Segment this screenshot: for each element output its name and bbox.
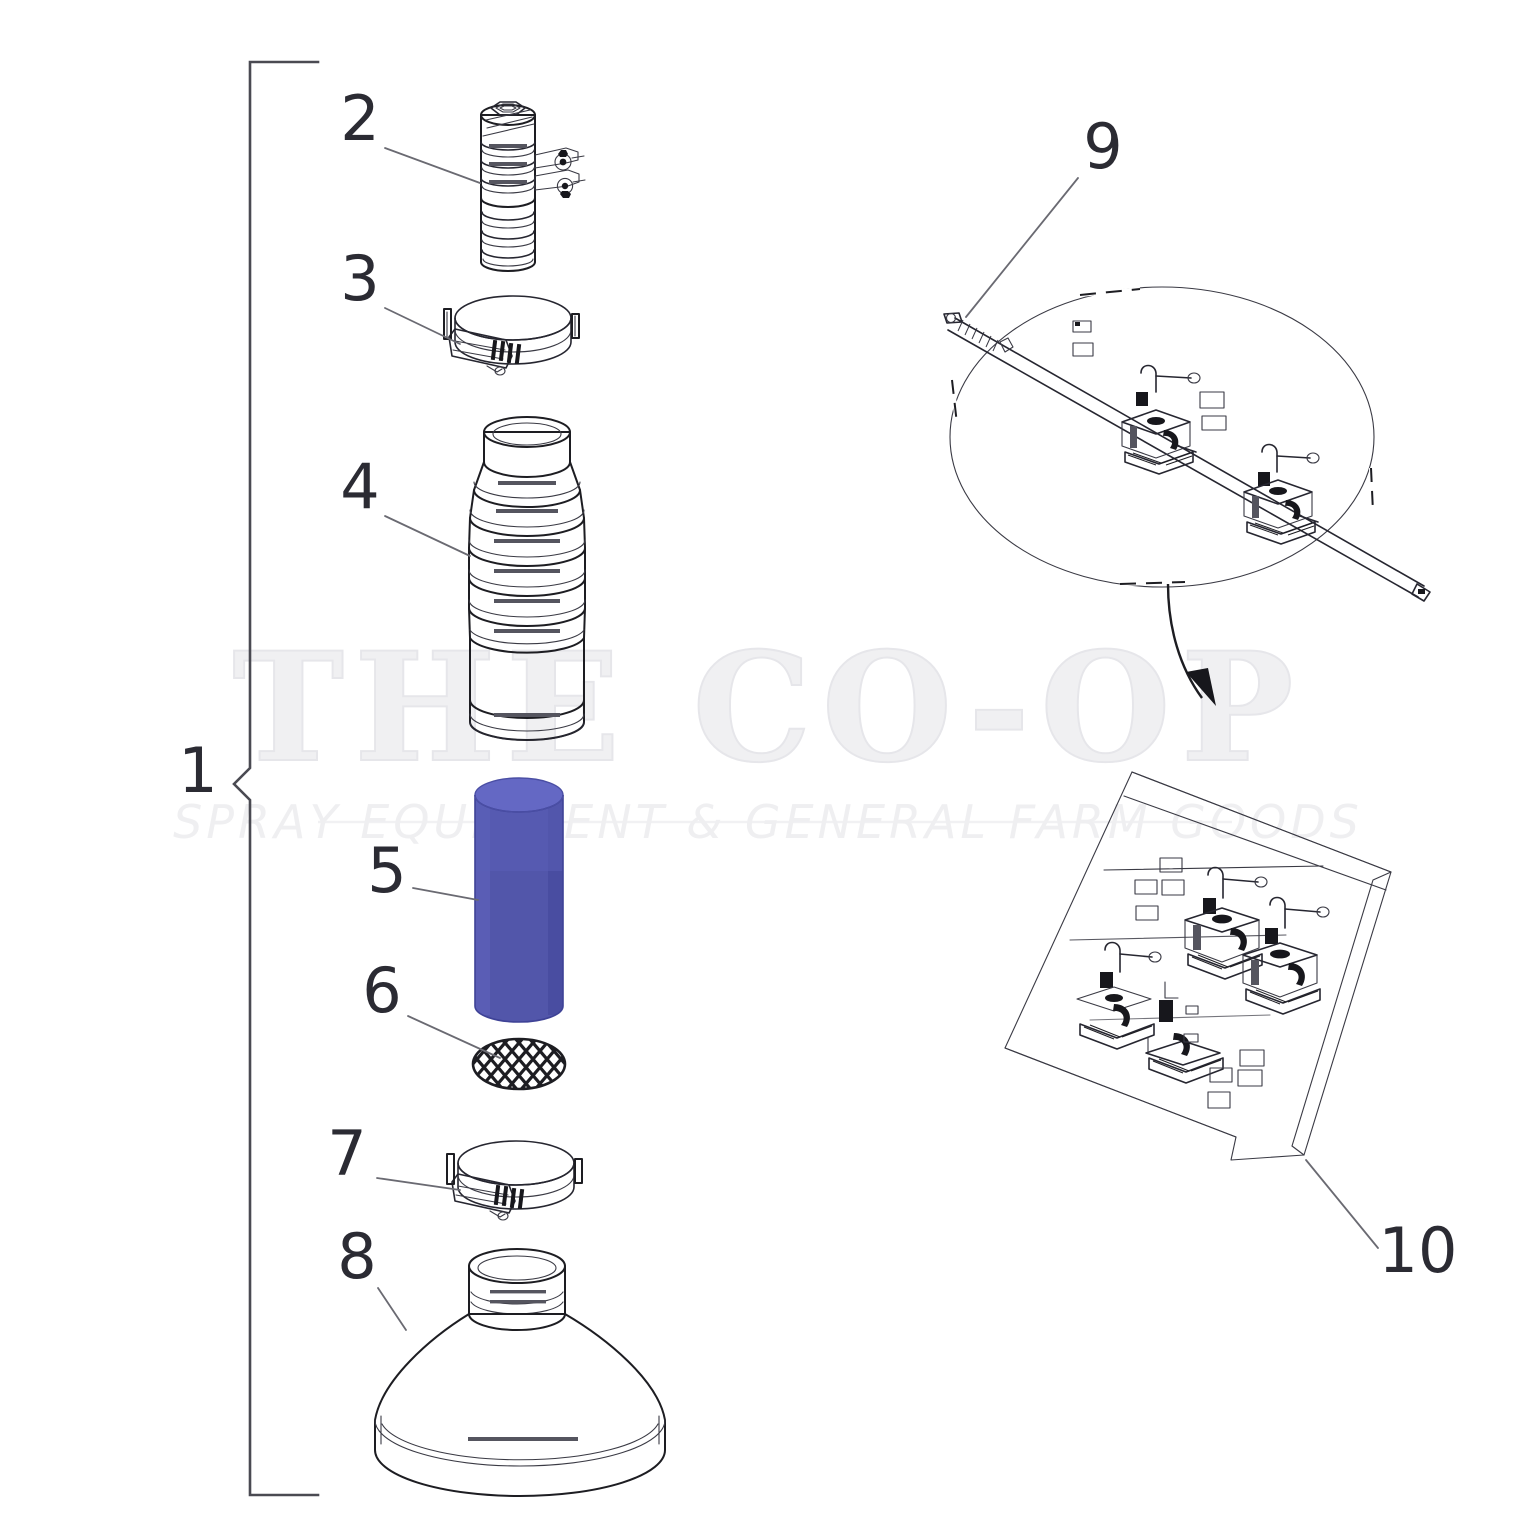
part-9-hook-bolt-upper — [1136, 364, 1201, 406]
part-10-hook-bolt-b — [1265, 896, 1330, 944]
leader-line-10 — [1305, 1159, 1379, 1249]
part-9-rail-tube — [943, 312, 1431, 602]
part-2-pump-body-assembly[interactable] — [480, 101, 586, 272]
callout-6[interactable]: 6 — [362, 954, 401, 1027]
part-10-saddle-clamp-c — [1076, 986, 1155, 1050]
leader-line-6 — [407, 1015, 501, 1059]
part-7-lower-hose-clamp[interactable] — [446, 1140, 583, 1221]
leader-line-2 — [384, 147, 481, 184]
part-4-bellows-suction-hose[interactable] — [468, 416, 586, 741]
detail-bubble-dash-top — [1079, 288, 1141, 296]
leader-line-5 — [412, 887, 479, 901]
part-10-saddle-clamp-d — [1145, 1033, 1224, 1084]
leader-line-7 — [376, 1177, 461, 1191]
part-9-saddle-clamp-lower — [1243, 479, 1319, 545]
part-10-saddle-clamp-b — [1242, 942, 1321, 1015]
part-2-hex-fitting — [490, 101, 526, 116]
part-9-fitting-detail-view[interactable] — [943, 286, 1431, 602]
leader-line-3 — [384, 307, 461, 345]
part-5-filter-element[interactable] — [470, 777, 566, 1023]
part-7-worm-screw-slots — [493, 1184, 525, 1210]
part-10-hardware-cluster-top — [1134, 857, 1185, 921]
callout-2[interactable]: 2 — [340, 82, 379, 155]
part-3-upper-hose-clamp[interactable] — [443, 295, 580, 376]
callout-10[interactable]: 10 — [1379, 1214, 1458, 1287]
part-9-nuts-and-washers — [1072, 320, 1227, 431]
part-2-side-valve-fittings — [534, 147, 586, 198]
part-10-hook-bolt-c — [1100, 941, 1162, 988]
part-10-hardware-parts-bag[interactable] — [1004, 771, 1392, 1161]
group-bracket-1 — [232, 60, 320, 1497]
detail-to-bag-arrow — [1166, 583, 1216, 706]
part-2-lower-ribs — [481, 211, 535, 267]
callout-4[interactable]: 4 — [340, 450, 379, 523]
part-10-hook-bolt-a — [1203, 866, 1268, 914]
part-10-saddle-clamp-a — [1184, 907, 1263, 980]
leader-line-8 — [377, 1287, 407, 1331]
part-2-upper-ribs — [480, 141, 536, 194]
part-8-strainer-base-cone[interactable] — [374, 1248, 666, 1497]
part-10-bracket-pieces — [1147, 981, 1199, 1053]
part-3-worm-screw-slots — [490, 339, 522, 365]
part-9-hook-bolt-lower — [1258, 443, 1320, 486]
callout-7[interactable]: 7 — [327, 1117, 366, 1190]
part-9-saddle-clamp-upper — [1121, 409, 1197, 475]
callout-5[interactable]: 5 — [367, 834, 406, 907]
callout-9[interactable]: 9 — [1083, 110, 1122, 183]
part-4-convolutions — [468, 489, 586, 654]
part-10-hardware-cluster-bottom — [1207, 1049, 1265, 1109]
leader-line-4 — [384, 515, 471, 557]
detail-bubble-dash-left — [951, 379, 958, 425]
callout-3[interactable]: 3 — [340, 242, 379, 315]
callout-8[interactable]: 8 — [337, 1220, 376, 1293]
detail-bubble-dash-bottom — [1119, 581, 1186, 585]
leader-line-9 — [965, 177, 1079, 318]
detail-bubble-dash-right — [1370, 467, 1374, 513]
callout-1[interactable]: 1 — [178, 734, 217, 807]
